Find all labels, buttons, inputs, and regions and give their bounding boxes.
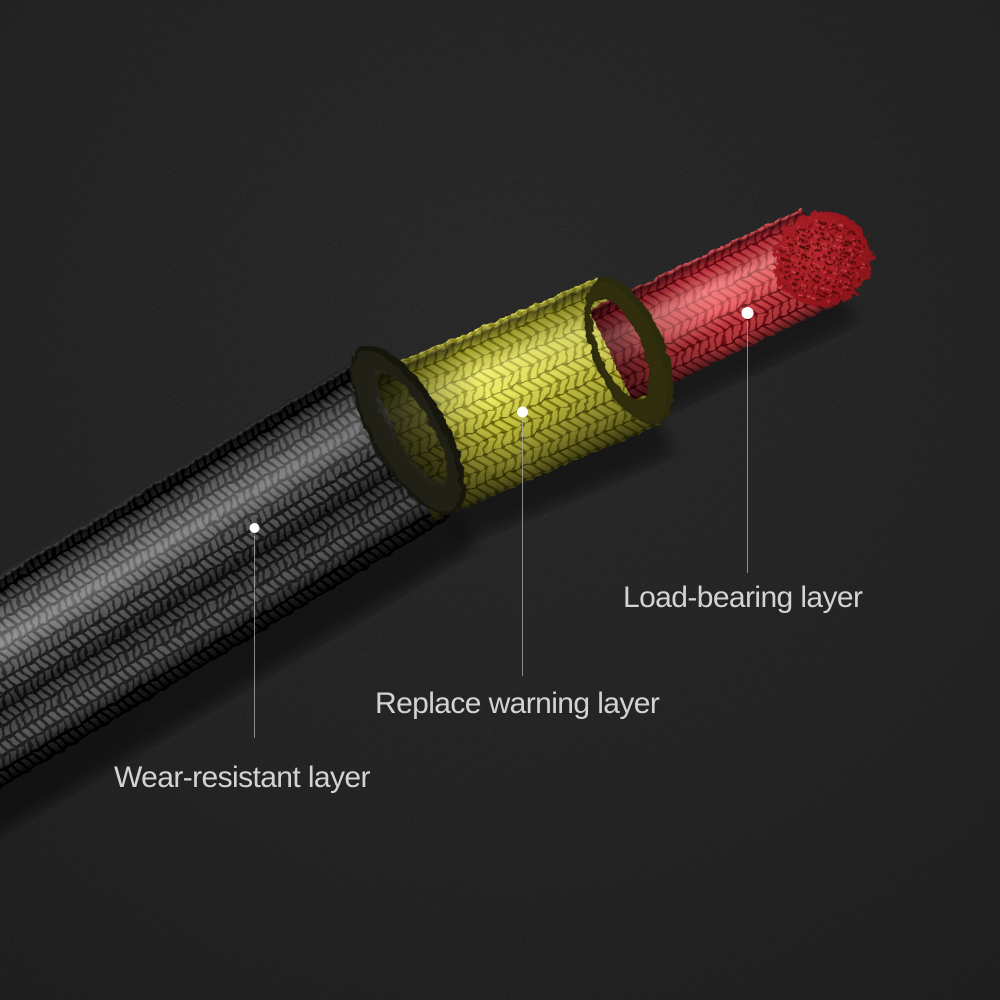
svg-text:Wear-resistant layer: Wear-resistant layer [114, 761, 370, 794]
svg-text:Replace warning layer: Replace warning layer [375, 687, 660, 720]
svg-text:Load-bearing layer: Load-bearing layer [623, 581, 863, 614]
